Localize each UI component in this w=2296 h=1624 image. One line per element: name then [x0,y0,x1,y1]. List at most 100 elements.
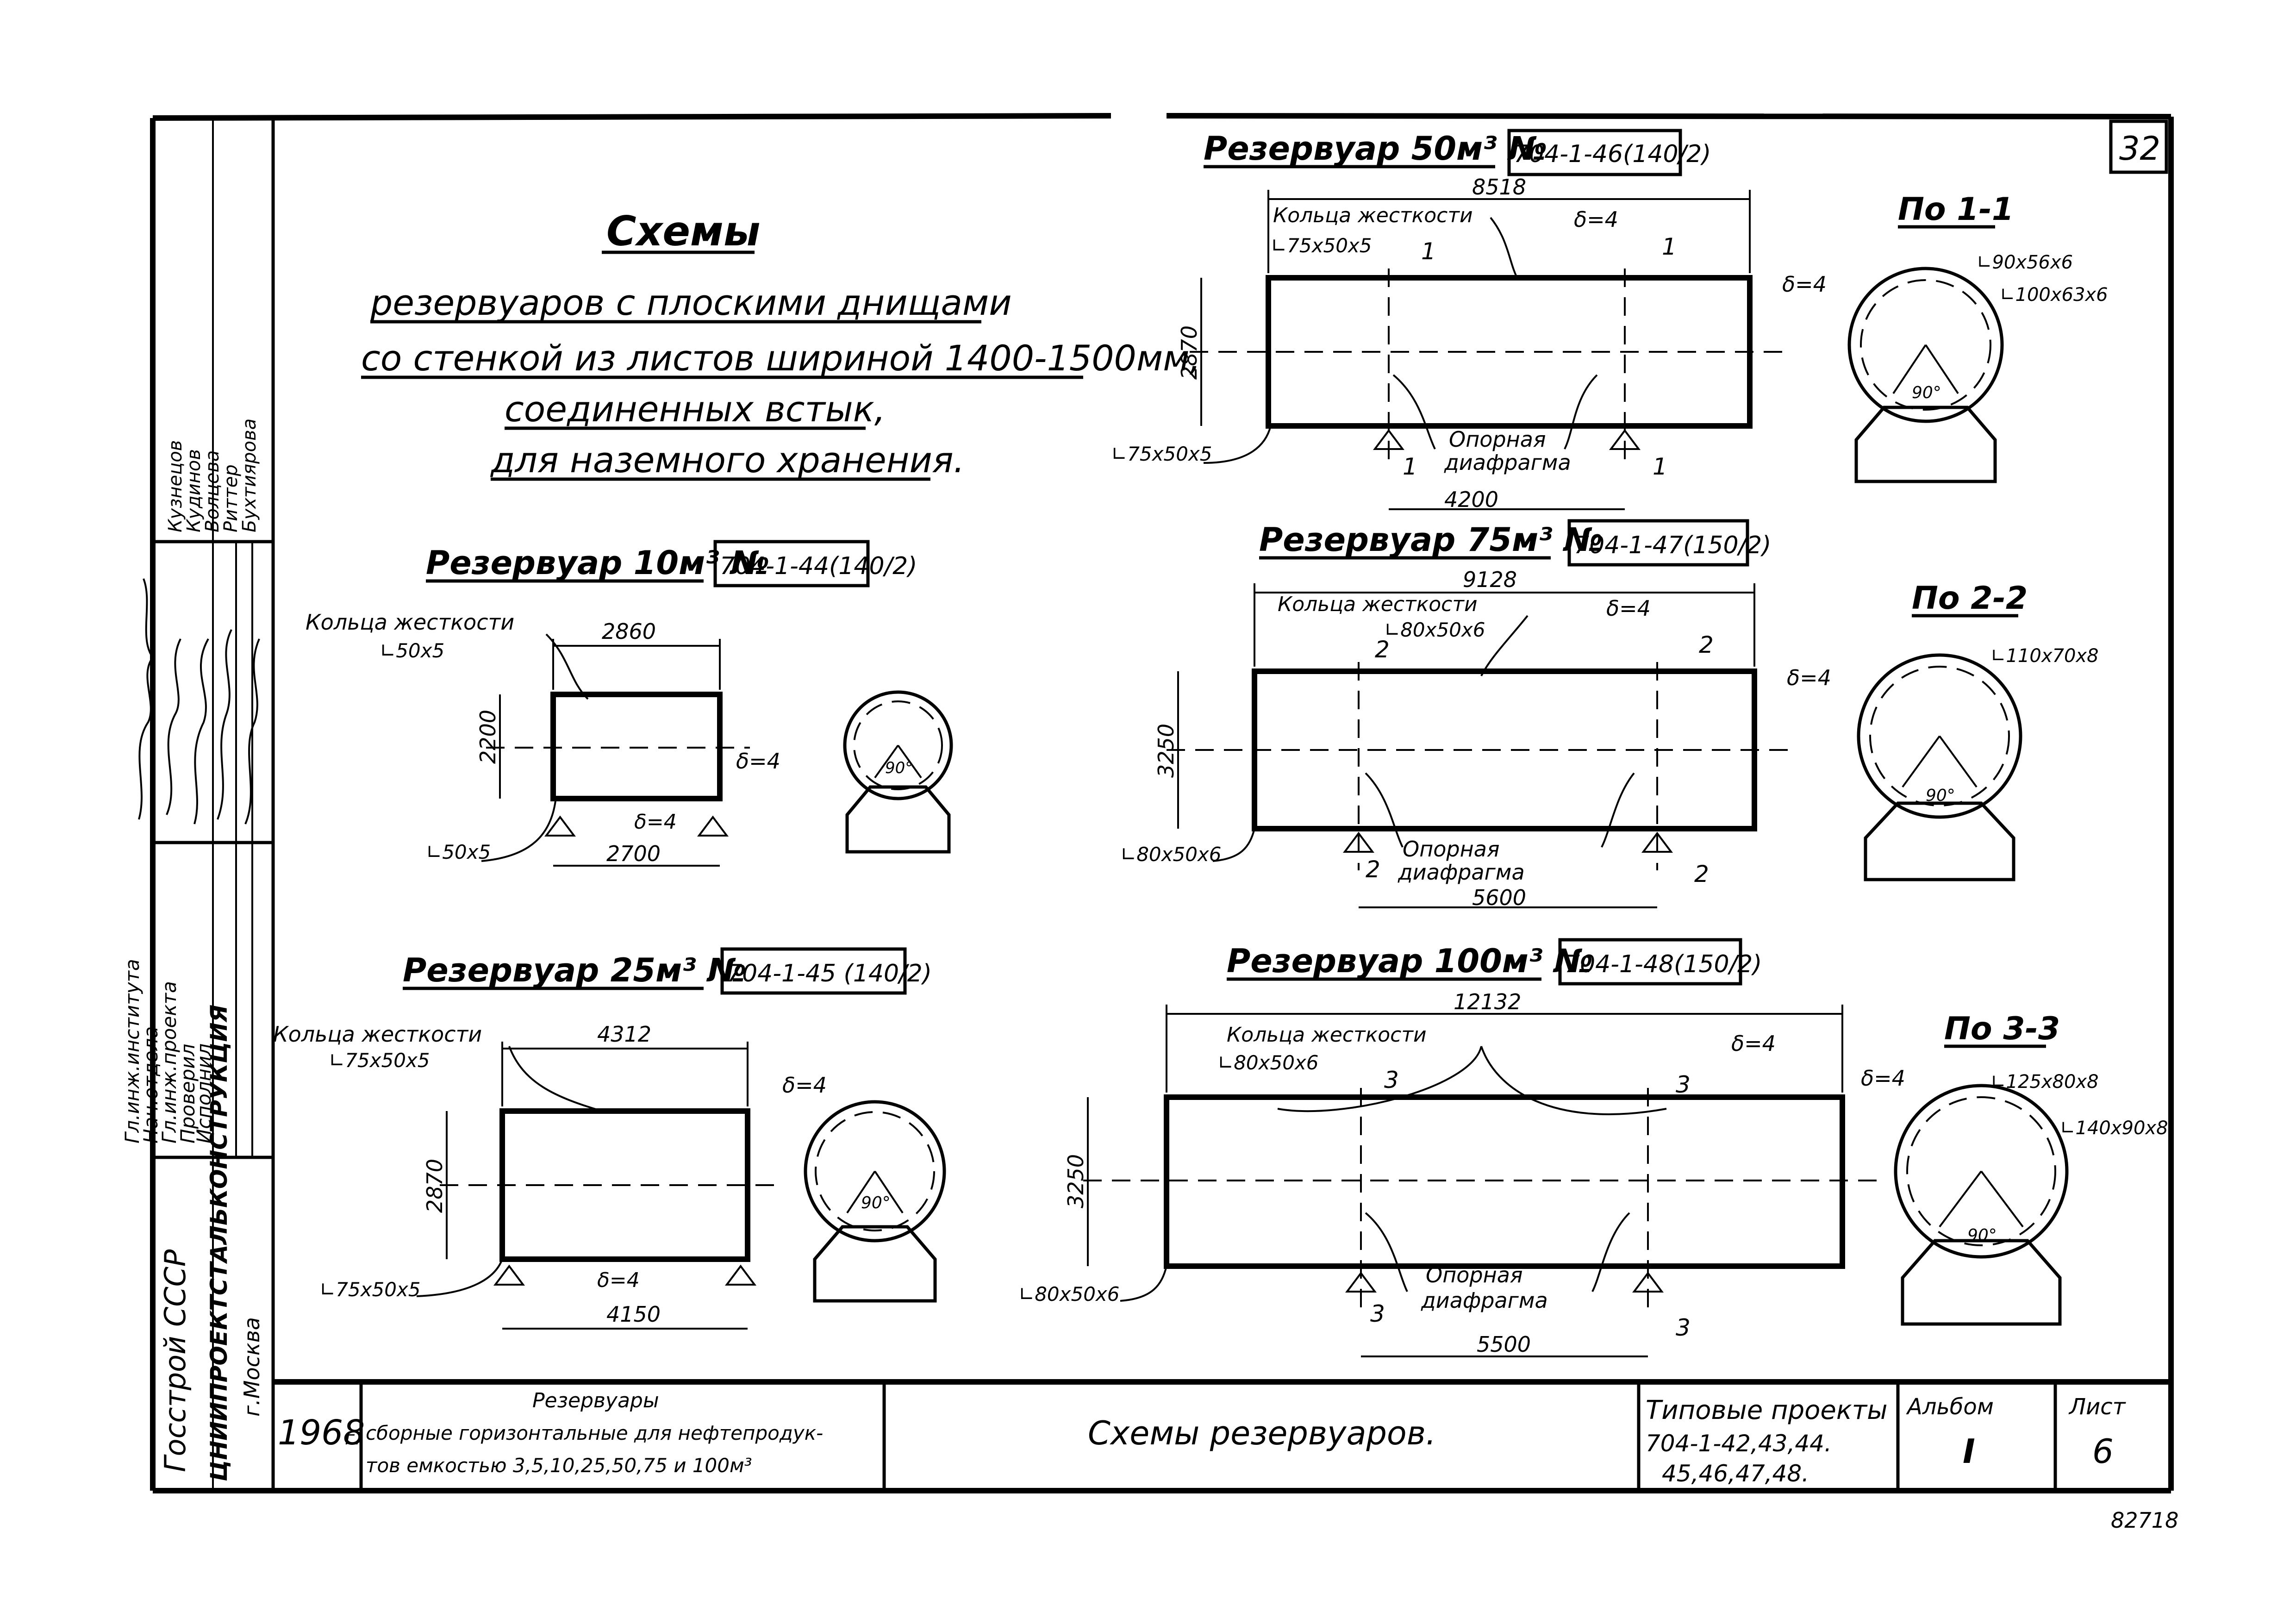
title-block-heading: Схемы резервуаров с плоскими днищами со … [361,207,1201,481]
title-block: 1968 г. Резервуары сборные горизонтальны… [273,1379,2171,1491]
left-strip: Госстрой СССР ЦНИИПРОЕКТСТАЛЬКОНСТРУКЦИЯ… [121,418,264,1481]
tank-75-diameter: 3250 [1154,724,1179,778]
tank-50-delta-top: δ=4 [1574,207,1618,232]
name-3: Риттер [220,464,242,532]
tank-75-code: 704-1-47(150/2) [1574,531,1771,559]
tank-25-scheme: Резервуар 25м³ № 704-1-45 (140/2) 4312 2… [273,947,946,1330]
tank-50-diameter: 2870 [1177,325,1202,380]
tb-year-suffix: г. [345,1428,361,1449]
tank-100-cut-mark-top-2: 3 [1676,1071,1691,1098]
name-1: Кудинов [183,449,205,532]
tb-sheet-value: 6 [2092,1432,2114,1471]
title-heading: Схемы [606,207,761,255]
tank-10-ring-label: Кольца жесткости [306,610,514,635]
tank-50-cut-mark-top-1: 1 [1421,238,1436,265]
role-2: Гл.инж.проекта [158,981,181,1143]
tank-50-ring-profile: ∟75x50x5 [1271,234,1372,257]
tank-10-delta-bottom: δ=4 [634,810,677,834]
tank-75-scheme: Резервуар 75м³ № 704-1-47(150/2) 9128 32… [1120,519,2099,910]
tank-25-ring-label: Кольца жесткости [273,1022,482,1047]
tank-10-ring-profile: ∟50x5 [380,639,444,662]
tank-50-scheme: Резервуар 50м³ № 704-1-46(140/2) 8518 28… [1111,129,2108,512]
tb-album-label: Альбом [1906,1394,1994,1420]
drawing-frame [150,113,2174,1493]
tank-10-diameter: 2200 [475,710,500,764]
tb-album-value: I [1963,1432,1975,1471]
section-1-profile-2: ∟100x63x6 [2000,284,2108,306]
tank-75-cut-mark-bot-2: 2 [1694,861,1709,887]
tank-50-title: Резервуар 50м³ № [1204,130,1547,168]
name-4: Бухтиярова [239,418,260,532]
section-3-drawing: 90° ∟125x80x8 ∟140x90x8 [1894,1071,2168,1326]
tank-10-scheme: Резервуар 10м³ № 704-1-44(140/2) 2860 22… [306,540,953,867]
tank-50-cut-mark-top-2: 1 [1662,233,1677,260]
tank-100-cut-mark-bot-1: 3 [1370,1300,1385,1327]
archive-number: 82718 [2111,1508,2178,1533]
tank-25-delta-wall: δ=4 [782,1073,827,1098]
tank-50-length: 8518 [1472,175,1526,200]
tank-25-delta-bottom: δ=4 [597,1268,640,1292]
tank-100-end-profile: ∟80x50x6 [1018,1283,1120,1305]
section-3-profile-2: ∟140x90x8 [2060,1118,2168,1139]
tank-25-supports: 4150 [606,1302,661,1327]
tank-100-delta-top: δ=4 [1731,1031,1776,1056]
section-1-drawing: 90° ∟90x56x6 ∟100x63x6 [1847,252,2108,483]
tb-subject-heading: Резервуары [532,1389,659,1412]
tank-75-delta-wall: δ=4 [1787,665,1831,690]
title-line-1: резервуаров с плоскими днищами [370,282,1012,323]
tank-75-end-profile: ∟80x50x6 [1120,843,1222,866]
title-line-2: со стенкой из листов шириной 1400-1500мм… [361,337,1201,379]
role-1: Нач.отдела [139,1026,162,1143]
org-name: Госстрой СССР [158,1249,192,1472]
tb-sheet-title: Схемы резервуаров. [1088,1414,1436,1452]
tank-75-cut-mark-bot-1: 2 [1366,856,1380,883]
city: г.Москва [239,1317,264,1417]
tank-75-ring-profile: ∟80x50x6 [1384,618,1485,641]
tank-25-length: 4312 [597,1022,651,1047]
tank-100-scheme: Резервуар 100м³ № 704-1-48(150/2) 12132 … [1018,938,2168,1357]
name-2: Волцева [202,450,223,532]
tank-50-cut-mark-bot-2: 1 [1653,453,1667,480]
signatures [138,578,260,824]
tank-25-title: Резервуар 25м³ № [403,951,747,989]
section-3-title: По 3-3 [1944,1011,2060,1047]
section-3-angle: 90° [1967,1226,1997,1245]
tank-50-support-2: диафрагма [1444,450,1571,475]
tb-sheet-label: Лист [2068,1394,2127,1420]
tb-subject-line-1: сборные горизонтальные для нефтепродук- [366,1422,823,1444]
tank-75-support-1: Опорная [1403,837,1500,862]
tank-75-length: 9128 [1463,567,1517,592]
tb-projects-line-2: 45,46,47,48. [1662,1460,1809,1487]
section-1-profile-1: ∟90x56x6 [1977,252,2073,273]
tank-75-cut-mark-top-2: 2 [1699,631,1714,658]
tank-100-delta-wall: δ=4 [1861,1066,1905,1091]
title-line-4: для наземного хранения. [490,439,965,481]
section-2-profile-1: ∟110x70x8 [1990,645,2099,667]
tank-10-angle: 90° [885,759,913,777]
tank-75-title: Резервуар 75м³ № [1259,521,1603,559]
section-1-title: По 1-1 [1898,191,2014,228]
tank-25-section: 90° [804,1100,946,1303]
page-number: 32 [2119,130,2160,168]
section-1-angle: 90° [1912,383,1941,402]
title-line-3: соединенных встык, [505,388,886,430]
section-2-drawing: 90° ∟110x70x8 [1857,645,2099,881]
role-4: Исполнил [193,1043,215,1143]
tb-projects-line-1: 704-1-42,43,44. [1646,1430,1832,1457]
tb-subject-line-2: тов емкостью 3,5,10,25,50,75 и 100м³ [366,1454,752,1477]
tank-75-supports: 5600 [1472,885,1526,910]
tank-10-supports: 2700 [606,841,661,866]
name-0: Кузнецов [165,440,186,532]
tank-75-ring-label: Кольца жесткости [1278,593,1478,616]
tank-10-length: 2860 [602,619,656,644]
tank-10-end-profile: ∟50x5 [426,841,491,863]
section-2-title: По 2-2 [1912,580,2028,617]
tank-25-diameter: 2870 [422,1159,447,1213]
section-2-angle: 90° [1926,786,1955,805]
tank-100-cut-mark-top-1: 3 [1384,1067,1399,1093]
tank-100-title: Резервуар 100м³ № [1227,942,1593,980]
tb-year: 1968 [278,1413,365,1453]
tank-25-ring-profile: ∟75x50x5 [329,1049,430,1072]
tank-10-title: Резервуар 10м³ № [426,544,770,582]
